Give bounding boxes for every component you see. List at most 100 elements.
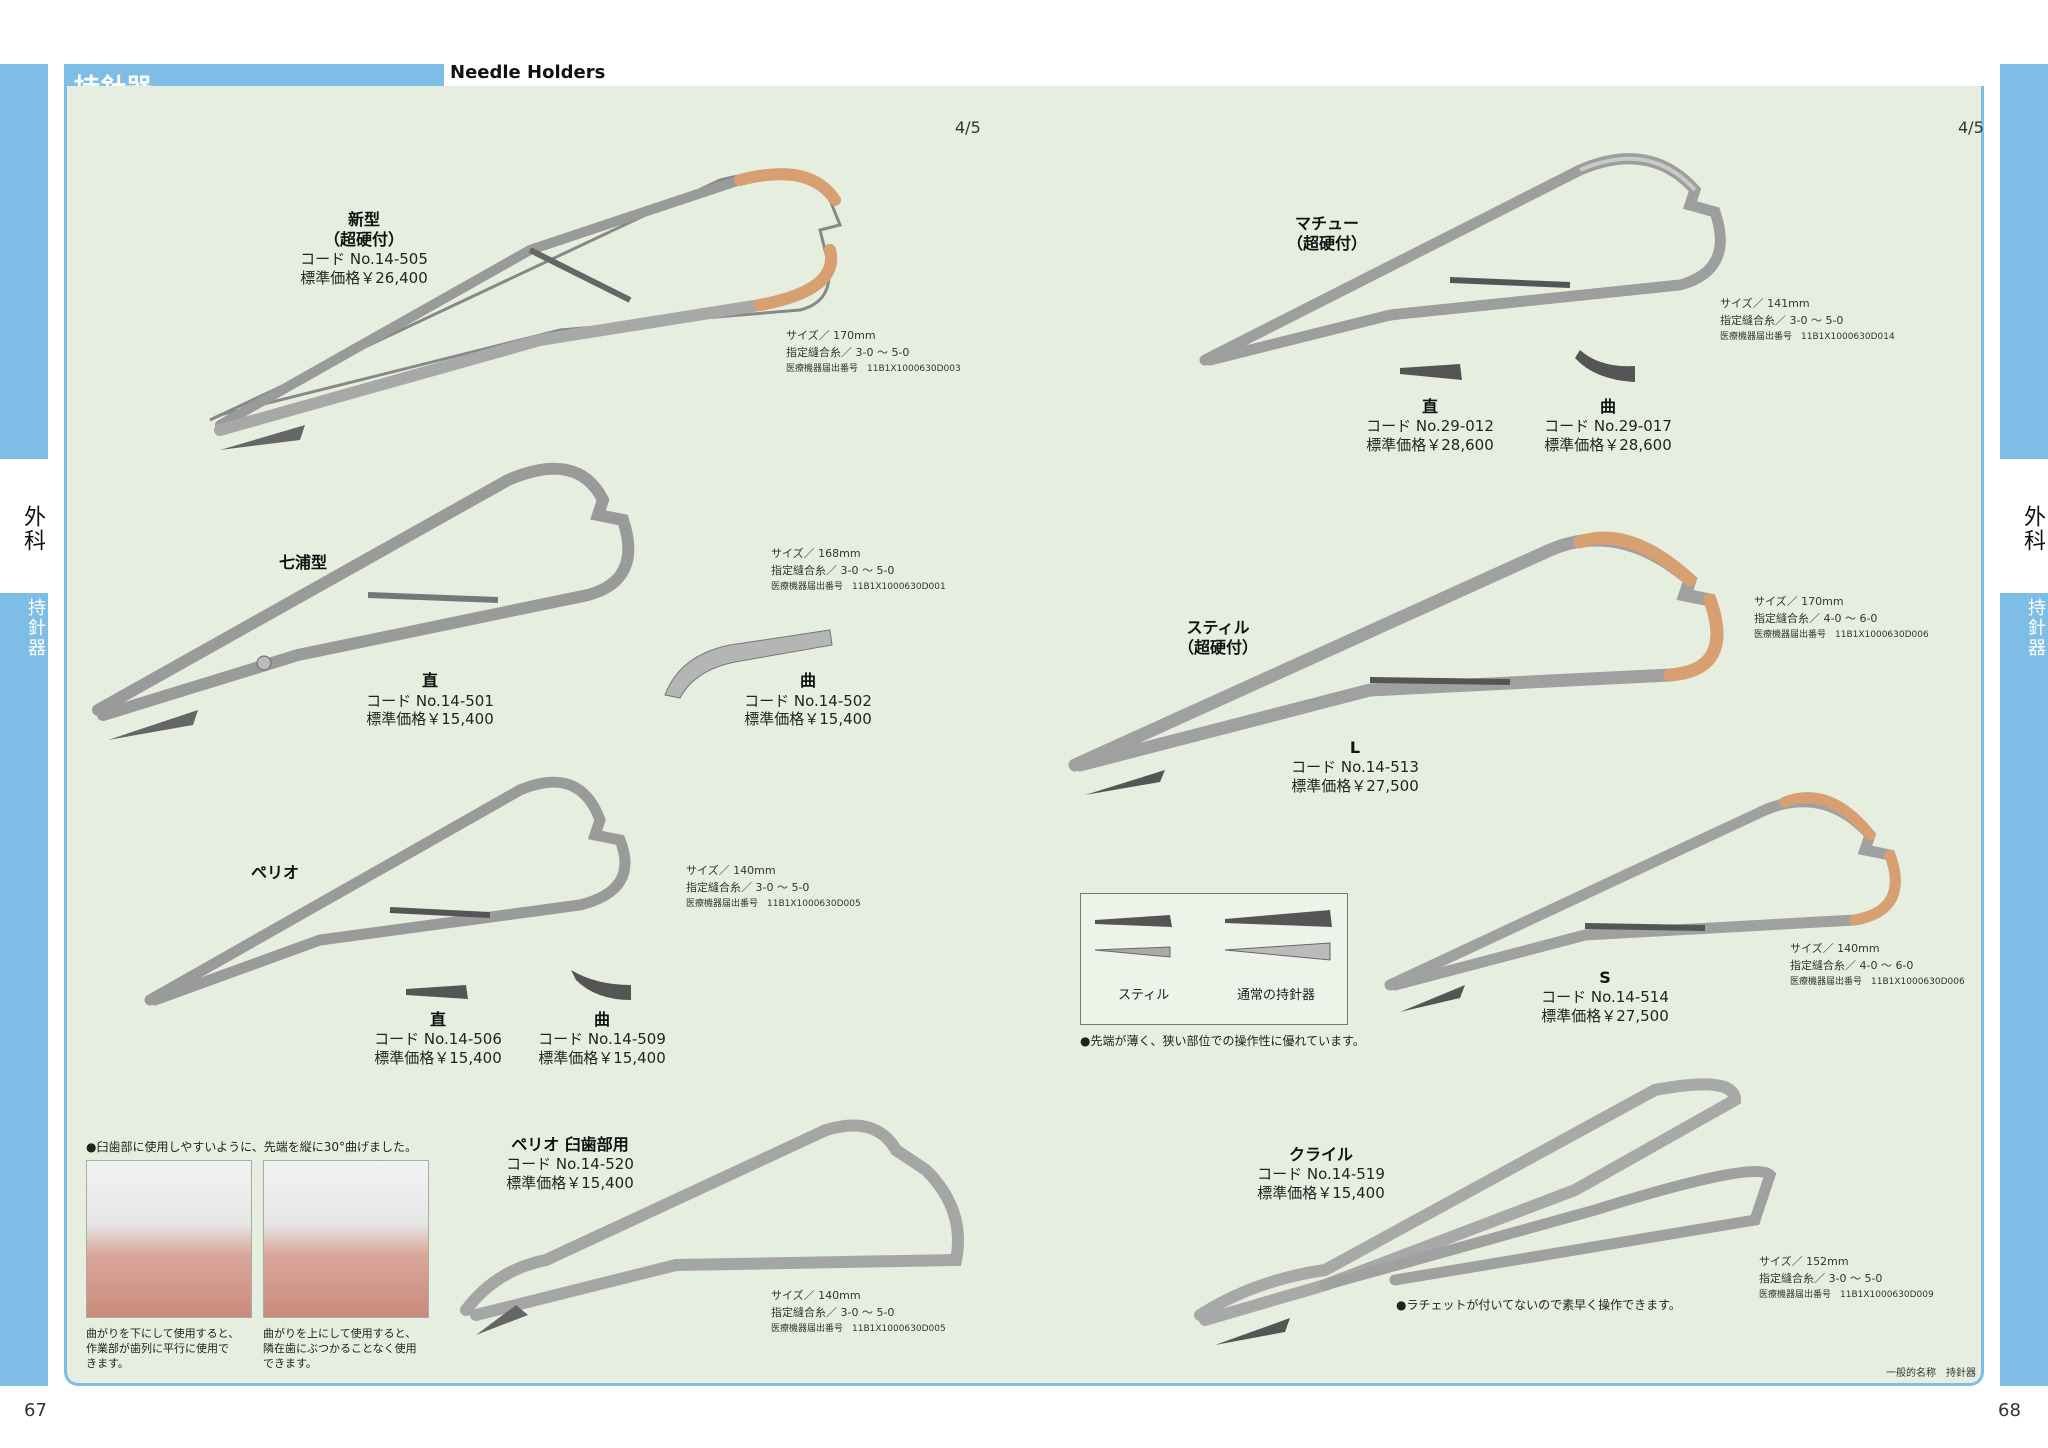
variant-straight-price: 標準価格￥15,400	[366, 710, 494, 728]
needle-holder-matthew-tips-image	[1400, 350, 1635, 382]
variant-straight-label: 直	[1421, 397, 1438, 416]
variant-l-label: L	[1349, 738, 1361, 757]
variant-straight-label: 直	[429, 1010, 446, 1029]
variant-curved-price: 標準価格￥15,400	[538, 1049, 666, 1067]
left-side-label-section: 持針器	[25, 598, 46, 658]
product-code: コード No.14-505	[300, 250, 428, 268]
caption-line: 作業部が歯列に平行に使用で	[86, 1342, 229, 1355]
spec-suture: 指定縫合糸／ 3-0 ～ 5-0	[786, 346, 910, 359]
product-price: 標準価格￥15,400	[506, 1174, 634, 1192]
product-name: クライル	[1288, 1145, 1353, 1164]
caption-line: 曲がりを上にして使用すると、	[263, 1327, 417, 1340]
spec-registration: 医療機器届出番号 11B1X1000630D005	[686, 899, 861, 909]
variant-straight-code: コード No.29-012	[1366, 417, 1494, 435]
page-number-left: 67	[24, 1400, 47, 1421]
tip-legend-still: スティル	[1118, 988, 1170, 1003]
variant-curved-price: 標準価格￥15,400	[744, 710, 872, 728]
spec-registration: 医療機器届出番号 11B1X1000630D001	[771, 582, 946, 592]
variant-curved-label: 曲	[593, 1010, 610, 1029]
spec-registration: 医療機器届出番号 11B1X1000630D006	[1790, 977, 1965, 987]
usage-caption-right: 曲がりを上にして使用すると、 隣在歯にぶつかることなく使用 できます。	[263, 1326, 417, 1371]
variant-curved-code: コード No.14-509	[538, 1030, 666, 1048]
spec-block: サイズ／ 140mm 指定縫合糸／ 3-0 ～ 5-0 医療機器届出番号 11B…	[771, 1287, 946, 1338]
spec-suture: 指定縫合糸／ 4-0 ～ 6-0	[1790, 959, 1914, 972]
feature-note: ●臼歯部に使用しやすいように、先端を縦に30°曲げました。	[86, 1140, 418, 1154]
right-side-label-category: 外科	[2020, 505, 2045, 553]
product-name: 七浦型	[278, 553, 327, 572]
caption-line: できます。	[263, 1357, 317, 1370]
product-name: ペリオ 臼歯部用	[511, 1135, 629, 1154]
product-name-line1: スティル	[1186, 618, 1250, 637]
product-name: スティル （超硬付）	[1153, 618, 1283, 658]
variant-curved-label: 曲	[1599, 397, 1616, 416]
product-name-line2: （超硬付）	[323, 230, 404, 249]
spec-registration: 医療機器届出番号 11B1X1000630D006	[1754, 630, 1929, 640]
caption-line: 隣在歯にぶつかることなく使用	[263, 1342, 417, 1355]
spec-block: サイズ／ 168mm 指定縫合糸／ 3-0 ～ 5-0 医療機器届出番号 11B…	[771, 545, 946, 596]
right-side-label-section: 持針器	[2025, 598, 2046, 658]
product-name: ペリオ	[250, 863, 299, 882]
needle-holder-perio-tips-image	[406, 970, 631, 1000]
spec-block: サイズ／ 170mm 指定縫合糸／ 3-0 ～ 5-0 医療機器届出番号 11B…	[786, 327, 961, 378]
left-side-label-category: 外科	[20, 505, 45, 553]
product-code: コード No.14-520	[506, 1155, 634, 1173]
spec-size: サイズ／ 141mm	[1720, 297, 1810, 310]
product-name: マチュー （超硬付）	[1262, 214, 1392, 254]
spec-block: サイズ／ 140mm 指定縫合糸／ 4-0 ～ 6-0 医療機器届出番号 11B…	[1790, 940, 1965, 991]
usage-caption-left: 曲がりを下にして使用すると、 作業部が歯列に平行に使用で きます。	[86, 1326, 239, 1371]
variant-straight-price: 標準価格￥28,600	[1366, 436, 1494, 454]
variant-straight-code: コード No.14-506	[374, 1030, 502, 1048]
needle-holder-still-s-image	[1384, 792, 1901, 1012]
variant-curved-price: 標準価格￥28,600	[1544, 436, 1672, 454]
spec-size: サイズ／ 168mm	[771, 547, 861, 560]
spec-block: サイズ／ 170mm 指定縫合糸／ 4-0 ～ 6-0 医療機器届出番号 11B…	[1754, 593, 1929, 644]
variant-curved-code: コード No.14-502	[744, 692, 872, 710]
variant-straight-label: 直	[421, 671, 438, 690]
needle-holder-still-l-image	[1068, 531, 1724, 795]
spec-block: サイズ／ 152mm 指定縫合糸／ 3-0 ～ 5-0 医療機器届出番号 11B…	[1759, 1253, 1934, 1304]
variant-s-label: S	[1599, 968, 1611, 987]
product-price: 標準価格￥27,500	[1541, 1007, 1669, 1025]
product-name-line1: マチュー	[1294, 214, 1359, 233]
page-title-english: Needle Holders	[450, 62, 606, 83]
spec-suture: 指定縫合糸／ 3-0 ～ 5-0	[771, 564, 895, 577]
product-code: コード No.14-514	[1541, 988, 1669, 1006]
product-code: コード No.14-519	[1257, 1165, 1385, 1183]
spec-registration: 医療機器届出番号 11B1X1000630D003	[786, 364, 961, 374]
fraction-left: 4/5	[955, 118, 981, 137]
product-name-line2: （超硬付）	[1286, 234, 1367, 253]
spec-size: サイズ／ 140mm	[1790, 942, 1880, 955]
product-name-line1: 新型	[347, 210, 380, 229]
general-name: 一般的名称 持針器	[1886, 1368, 1976, 1379]
spec-block: サイズ／ 141mm 指定縫合糸／ 3-0 ～ 5-0 医療機器届出番号 11B…	[1720, 295, 1895, 346]
caption-line: 曲がりを下にして使用すると、	[86, 1327, 240, 1340]
usage-photo-curve-down	[86, 1160, 252, 1318]
caption-line: きます。	[86, 1357, 129, 1370]
left-side-tab-top	[0, 64, 48, 459]
spec-size: サイズ／ 170mm	[1754, 595, 1844, 608]
page-number-right: 68	[1998, 1400, 2021, 1421]
spec-suture: 指定縫合糸／ 3-0 ～ 5-0	[1720, 314, 1844, 327]
right-side-tab-top	[2000, 64, 2048, 459]
usage-photo-curve-up	[263, 1160, 429, 1318]
spec-suture: 指定縫合糸／ 4-0 ～ 6-0	[1754, 612, 1878, 625]
variant-straight-code: コード No.14-501	[366, 692, 494, 710]
fraction-right: 4/5	[1958, 118, 1984, 137]
spec-size: サイズ／ 140mm	[771, 1289, 861, 1302]
product-price: 標準価格￥15,400	[1257, 1184, 1385, 1202]
tip-comparison-image	[1094, 910, 1332, 961]
spec-size: サイズ／ 140mm	[686, 864, 776, 877]
needle-holder-nanaura-image	[92, 462, 635, 740]
needle-holder-nanaura-curved-tip-image	[664, 629, 833, 699]
product-price: 標準価格￥26,400	[300, 269, 428, 287]
product-price: 標準価格￥27,500	[1291, 777, 1419, 795]
needle-holder-matthew-image	[1199, 153, 1726, 366]
needle-holder-14-505-image	[209, 168, 843, 450]
spec-suture: 指定縫合糸／ 3-0 ～ 5-0	[771, 1306, 895, 1319]
spec-registration: 医療機器届出番号 11B1X1000630D009	[1759, 1290, 1934, 1300]
left-side-tab-bottom	[0, 593, 48, 1386]
needle-holder-perio-molar-image	[460, 1119, 964, 1335]
spec-block: サイズ／ 140mm 指定縫合糸／ 3-0 ～ 5-0 医療機器届出番号 11B…	[686, 862, 861, 913]
product-name-line2: （超硬付）	[1177, 638, 1258, 657]
spec-size: サイズ／ 170mm	[786, 329, 876, 342]
